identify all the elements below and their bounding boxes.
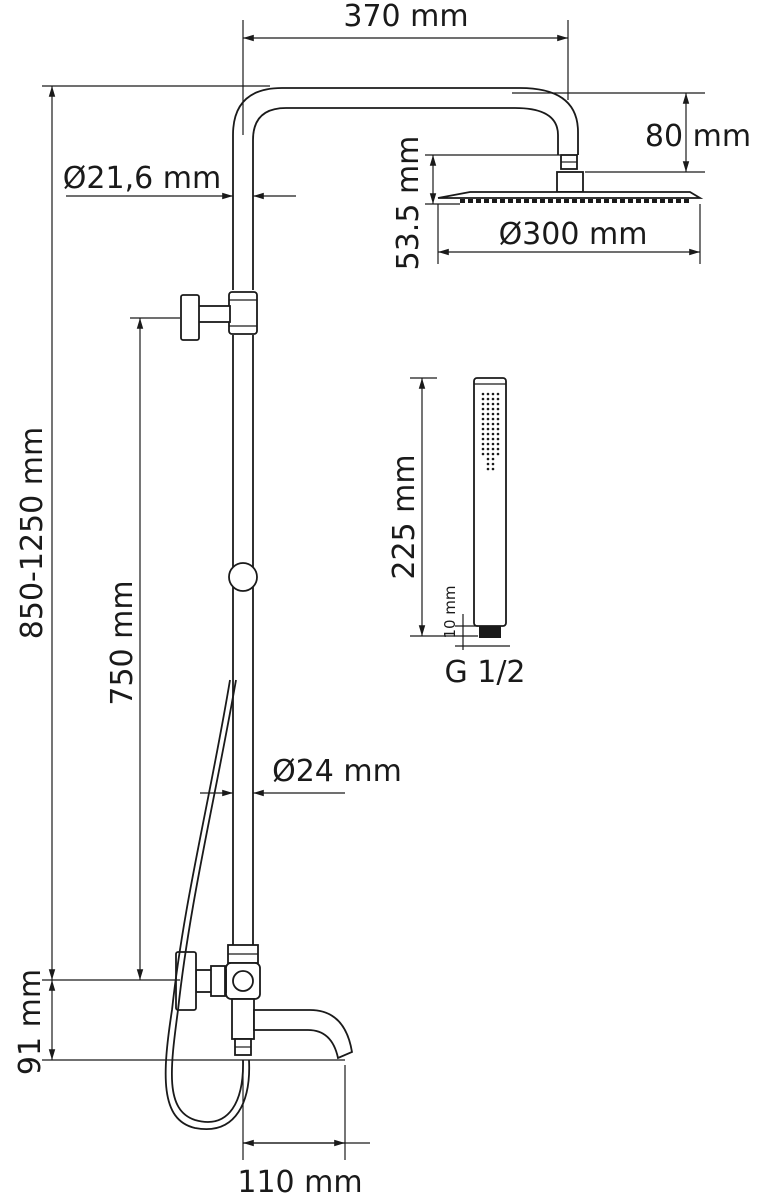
label-head-diameter: Ø300 mm (499, 217, 648, 252)
dimension-labels: 370 mm 80 mm Ø21,6 mm 53.5 mm Ø300 mm 85… (13, 0, 751, 1200)
spray-nozzle (491, 437, 495, 441)
spray-nozzle (496, 412, 500, 416)
spray-nozzle (481, 452, 485, 456)
spray-nozzle (496, 402, 500, 406)
dimension-lines (42, 20, 705, 1160)
spray-nozzle (491, 412, 495, 416)
spray-nozzle (496, 452, 500, 456)
spray-nozzle (491, 392, 495, 396)
spray-nozzle (491, 457, 495, 461)
spray-nozzle (496, 447, 500, 451)
spray-nozzle (481, 412, 485, 416)
spray-nozzle (486, 417, 490, 421)
bath-mixer (175, 944, 354, 1060)
spray-nozzle (486, 397, 490, 401)
spray-nozzle (496, 432, 500, 436)
label-head-thickness: 53.5 mm (391, 136, 426, 271)
label-handshower-connector: 10 mm (441, 585, 459, 638)
label-slide-bar: 750 mm (105, 580, 140, 705)
spray-nozzle (481, 427, 485, 431)
spray-nozzle (486, 447, 490, 451)
spray-nozzle (481, 422, 485, 426)
label-handshower-length: 225 mm (387, 454, 422, 579)
spray-nozzle (486, 432, 490, 436)
spray-nozzle (496, 407, 500, 411)
spray-nozzle (496, 427, 500, 431)
spray-nozzle (491, 462, 495, 466)
spray-nozzle (486, 427, 490, 431)
label-arm-drop: 80 mm (645, 119, 751, 154)
spray-nozzle (486, 467, 490, 471)
rain-shower-head (437, 154, 704, 203)
spray-nozzle (481, 392, 485, 396)
label-pipe-diameter-upper: Ø21,6 mm (63, 161, 221, 196)
label-total-height: 850-1250 mm (15, 427, 50, 639)
hand-shower (473, 377, 507, 638)
spray-nozzle (496, 437, 500, 441)
spray-nozzle (481, 447, 485, 451)
shower-hose (164, 679, 251, 1131)
spray-nozzle (481, 417, 485, 421)
spray-nozzle (491, 397, 495, 401)
spray-nozzle (481, 432, 485, 436)
spray-nozzle (491, 447, 495, 451)
label-arm-length: 370 mm (343, 0, 468, 34)
spray-nozzle (491, 422, 495, 426)
spray-nozzle (486, 462, 490, 466)
spray-nozzle (491, 402, 495, 406)
spray-nozzle (486, 452, 490, 456)
spray-nozzle (481, 407, 485, 411)
spray-nozzle (481, 442, 485, 446)
spray-nozzle (491, 432, 495, 436)
spray-nozzle (496, 397, 500, 401)
spray-nozzle (496, 442, 500, 446)
label-spout-offset: 91 mm (13, 969, 48, 1075)
spray-nozzle (486, 422, 490, 426)
spray-nozzle (496, 417, 500, 421)
spray-nozzle (481, 397, 485, 401)
spray-nozzle (486, 407, 490, 411)
spray-nozzle (491, 407, 495, 411)
label-pipe-diameter-lower: Ø24 mm (272, 754, 402, 789)
wall-bracket-upper (180, 291, 258, 341)
spray-nozzle (486, 442, 490, 446)
spray-nozzle (491, 467, 495, 471)
label-spout-reach: 110 mm (237, 1165, 362, 1200)
spray-nozzle (486, 412, 490, 416)
spray-nozzle (496, 422, 500, 426)
slider-knob (228, 562, 258, 592)
spray-nozzle (486, 402, 490, 406)
spray-nozzle (486, 457, 490, 461)
spray-nozzle (491, 442, 495, 446)
spray-nozzle (486, 437, 490, 441)
spray-nozzle (491, 417, 495, 421)
spray-nozzle (491, 452, 495, 456)
spray-nozzle (481, 437, 485, 441)
spray-nozzle (481, 402, 485, 406)
shower-riser-pipe (232, 87, 579, 945)
spray-nozzle (486, 392, 490, 396)
spray-nozzle (491, 427, 495, 431)
spray-nozzle (496, 392, 500, 396)
label-thread: G 1/2 (444, 655, 525, 690)
